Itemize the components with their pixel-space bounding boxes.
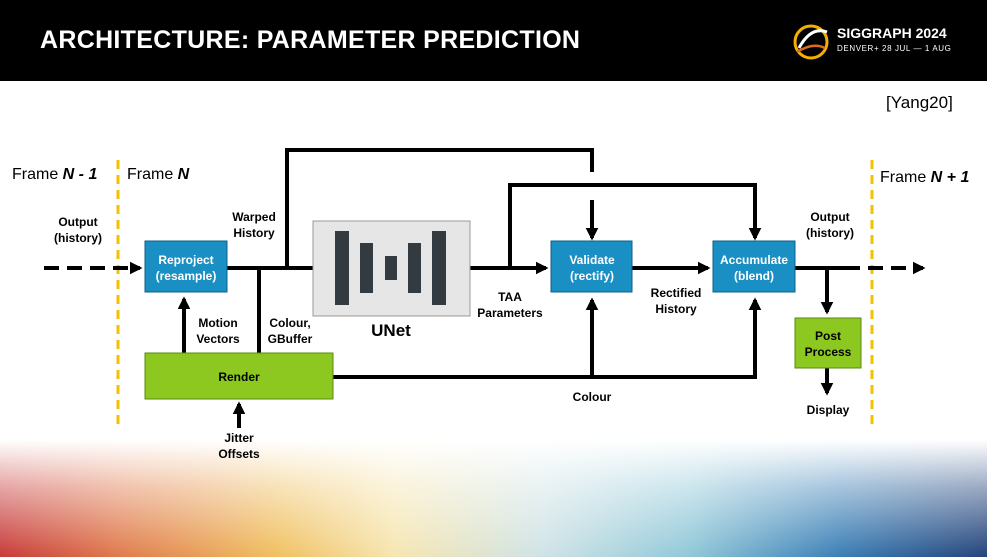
edge-taa-accumulate bbox=[508, 183, 762, 268]
warped-history-label-2: History bbox=[233, 226, 275, 240]
siggraph-logo: SIGGRAPH 2024 DENVER+ 28 JUL — 1 AUG bbox=[793, 22, 963, 62]
frame-curr-label: Frame N bbox=[127, 166, 190, 183]
unet-layer bbox=[360, 243, 373, 293]
unet-layer bbox=[335, 231, 349, 305]
taa-parameters-label-1: TAA bbox=[498, 290, 522, 304]
colour-gbuffer-label-1: Colour, bbox=[269, 316, 310, 330]
display-label: Display bbox=[807, 403, 850, 417]
unet-node bbox=[312, 220, 471, 317]
edge-warped-history-bypass bbox=[285, 148, 594, 268]
warped-history-label-1: Warped bbox=[232, 210, 276, 224]
output-history-right-label-2: (history) bbox=[806, 226, 854, 240]
logo-name: SIGGRAPH 2024 bbox=[837, 25, 947, 41]
taa-parameters-label-2: Parameters bbox=[477, 306, 543, 320]
logo-subtitle: DENVER+ 28 JUL — 1 AUG bbox=[837, 44, 952, 53]
render-node: Render bbox=[144, 352, 334, 400]
unet-label: UNet bbox=[371, 321, 411, 340]
motion-vectors-label-2: Vectors bbox=[196, 332, 240, 346]
accumulate-label-1: Accumulate bbox=[720, 253, 788, 267]
output-history-right-label-1: Output bbox=[810, 210, 849, 224]
footer-gradient bbox=[0, 440, 987, 557]
frame-prev-label: Frame N - 1 bbox=[12, 166, 97, 183]
motion-vectors-label-1: Motion bbox=[198, 316, 237, 330]
validate-node: Validate (rectify) bbox=[550, 240, 633, 293]
title-bar: ARCHITECTURE: PARAMETER PREDICTION SIGGR… bbox=[0, 0, 987, 81]
render-label: Render bbox=[218, 370, 260, 384]
citation: [Yang20] bbox=[886, 93, 953, 112]
rectified-history-label-1: Rectified bbox=[651, 286, 702, 300]
reproject-node: Reproject (resample) bbox=[144, 240, 228, 293]
jitter-offsets-label-1: Jitter bbox=[224, 431, 254, 445]
post-process-label-2: Process bbox=[805, 345, 852, 359]
reproject-label-1: Reproject bbox=[158, 253, 213, 267]
accumulate-node: Accumulate (blend) bbox=[712, 240, 796, 293]
unet-layer bbox=[408, 243, 421, 293]
colour-label: Colour bbox=[573, 390, 612, 404]
validate-label-2: (rectify) bbox=[570, 269, 614, 283]
jitter-offsets-label-2: Offsets bbox=[218, 447, 260, 461]
reproject-label-2: (resample) bbox=[156, 269, 217, 283]
rectified-history-label-2: History bbox=[655, 302, 697, 316]
unet-layer bbox=[385, 256, 397, 280]
post-process-label-1: Post bbox=[815, 329, 841, 343]
colour-gbuffer-label-2: GBuffer bbox=[268, 332, 313, 346]
siggraph-logo-icon bbox=[793, 24, 829, 60]
frame-next-label: Frame N + 1 bbox=[880, 169, 969, 186]
slide-title: ARCHITECTURE: PARAMETER PREDICTION bbox=[40, 26, 581, 54]
post-process-node: Post Process bbox=[794, 317, 862, 369]
validate-label-1: Validate bbox=[569, 253, 615, 267]
edge-colour-accumulate bbox=[333, 297, 762, 379]
unet-layer bbox=[432, 231, 446, 305]
accumulate-label-2: (blend) bbox=[734, 269, 774, 283]
output-history-left-label-2: (history) bbox=[54, 231, 102, 245]
output-history-left-label-1: Output bbox=[58, 215, 97, 229]
